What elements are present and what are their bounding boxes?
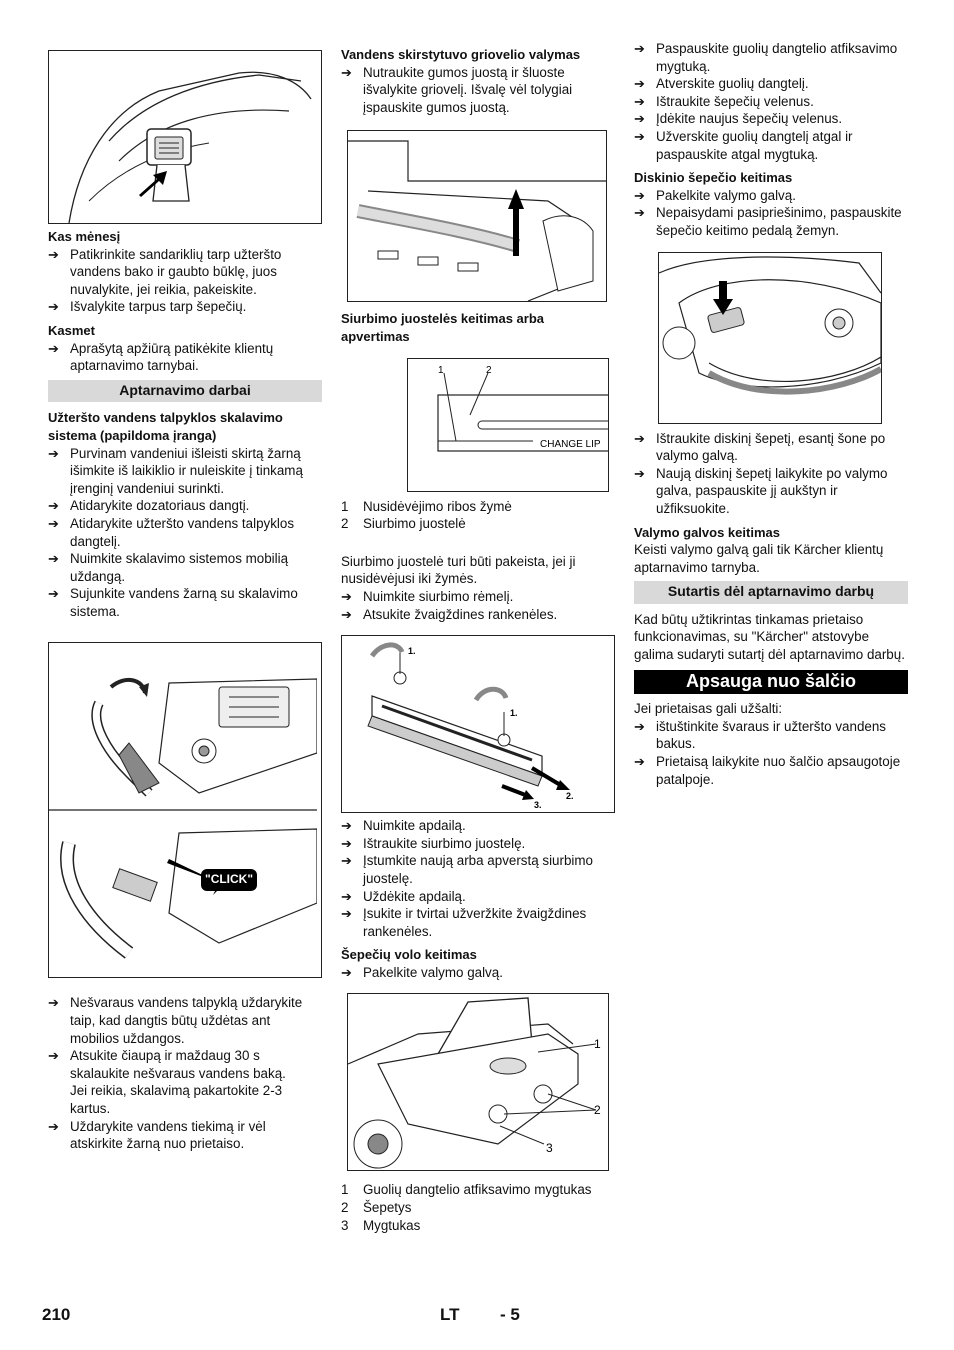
list-item: Nutraukite gumos juostą ir šluoste išval… xyxy=(341,64,615,117)
disc-heading: Diskinio šepečio keitimas xyxy=(634,170,793,186)
section-bar-frost: Apsauga nuo šalčio xyxy=(634,669,908,695)
list-item: ištuštinkite švaraus ir užteršto vandens… xyxy=(634,718,908,753)
roller-illustration: 1 2 3 xyxy=(347,993,609,1172)
list-item: Naują diskinį šepetį laikykite po valymo… xyxy=(634,465,908,518)
list-item: Išvalykite tarpus tarp šepečių. xyxy=(48,298,322,316)
groove-steps: Nutraukite gumos juostą ir šluoste išval… xyxy=(341,64,615,117)
hose-connection-illustration: x "CLICK" xyxy=(48,642,322,979)
list-item: Įdėkite naujus šepečių velenus. xyxy=(634,110,908,128)
frost-paragraph: Jei prietaisas gali užšalti: xyxy=(634,701,783,717)
column-3: Paspauskite guolių dangtelio atfiksavimo… xyxy=(634,40,908,788)
lip-fig-label-1: 1 xyxy=(438,365,444,376)
roller-heading: Šepečių volo keitimas xyxy=(341,947,477,963)
list-item: Paspauskite guolių dangtelio atfiksavimo… xyxy=(634,40,908,75)
lip-heading: Siurbimo juostelės keitimas arba apverti… xyxy=(341,311,545,344)
click-label: "CLICK" xyxy=(201,869,258,892)
frame-illustration: 1. 1. 2. 3. xyxy=(341,635,615,814)
disc-steps: Pakelkite valymo galvą. Nepaisydami pasi… xyxy=(634,187,908,240)
roller-fig-label-2: 2 xyxy=(594,1103,601,1117)
rinse-steps: Purvinam vandeniui išleisti skirtą žarną… xyxy=(48,445,322,621)
column-2: Vandens skirstytuvo griovelio valymas Nu… xyxy=(341,40,615,1234)
after-note: Jei reikia, skalavimą pakartokite 2-3 ka… xyxy=(70,1083,283,1117)
disc-steps-2: Ištraukite diskinį šepetį, esantį šone p… xyxy=(634,430,908,518)
list-item: Nuimkite apdailą. xyxy=(341,817,615,835)
list-item: Patikrinkite sandariklių tarp užteršto v… xyxy=(48,246,322,299)
frost-steps: ištuštinkite švaraus ir užteršto vandens… xyxy=(634,718,908,788)
list-item: Atverskite guolių dangtelį. xyxy=(634,75,908,93)
rinse-heading: Užteršto vandens talpyklos skalavimo sis… xyxy=(48,410,283,443)
list-item: Pakelkite valymo galvą. xyxy=(634,187,908,205)
list-item: Ištraukite šepečių velenus. xyxy=(634,93,908,111)
list-item: Pakelkite valymo galvą. xyxy=(341,964,615,982)
frame-fig-label-2: 1. xyxy=(510,708,518,718)
frame-fig-label-3: 2. xyxy=(566,791,574,801)
yearly-steps: Aprašytą apžiūrą patikėkite klientų apta… xyxy=(48,340,322,375)
frame-fig-label-4: 3. xyxy=(534,800,542,810)
list-item: Nuimkite skalavimo sistemos mobilią užda… xyxy=(48,550,322,585)
contract-paragraph: Kad būtų užtikrintas tinkamas prietaiso … xyxy=(634,611,905,663)
list-item: Atsukite čiaupą ir maždaug 30 s skalauki… xyxy=(48,1047,322,1082)
list-item: Uždarykite vandens tiekimą ir vėl atskir… xyxy=(48,1118,322,1153)
roller-fig-label-1: 1 xyxy=(594,1037,601,1051)
roller-steps-continued: Paspauskite guolių dangtelio atfiksavimo… xyxy=(634,40,908,163)
list-item: Įsukite ir tvirtai užveržkite žvaigždine… xyxy=(341,905,615,940)
head-heading: Valymo galvos keitimas xyxy=(634,524,780,540)
list-item: Purvinam vandeniui išleisti skirtą žarną… xyxy=(48,445,322,498)
list-item: Atsukite žvaigždines rankenėles. xyxy=(341,606,615,624)
roller-fig-label-3: 3 xyxy=(546,1141,553,1155)
head-paragraph: Keisti valymo galvą gali tik Kärcher kli… xyxy=(634,542,884,575)
list-item: Sujunkite vandens žarną su skalavimo sis… xyxy=(48,585,322,620)
lip-illustration: 1 2 CHANGE LIP xyxy=(407,357,609,492)
column-1: Kas mėnesį Patikrinkite sandariklių tarp… xyxy=(48,40,322,1153)
list-item: Įstumkite naują arba apverstą siurbimo j… xyxy=(341,852,615,887)
after-steps: Nešvaraus vandens talpyklą uždarykite ta… xyxy=(48,994,322,1082)
tank-lid-illustration xyxy=(48,50,322,224)
list-item: Atidarykite užteršto vandens talpyklos d… xyxy=(48,515,322,550)
lip-steps-2: Nuimkite apdailą. Ištraukite siurbimo ju… xyxy=(341,817,615,940)
page-number: 210 xyxy=(42,1305,71,1324)
list-item: Atidarykite dozatoriaus dangtį. xyxy=(48,497,322,515)
section-bar-contract: Sutartis dėl aptarnavimo darbų xyxy=(634,581,908,604)
groove-heading: Vandens skirstytuvo griovelio valymas xyxy=(341,47,581,62)
list-item: Uždėkite apdailą. xyxy=(341,888,615,906)
list-item: Nepaisydami pasipriešinimo, paspauskite … xyxy=(634,204,908,239)
language-code: LT xyxy=(440,1305,460,1324)
monthly-steps: Patikrinkite sandariklių tarp užteršto v… xyxy=(48,246,322,316)
lip-steps: Nuimkite siurbimo rėmelį. Atsukite žvaig… xyxy=(341,588,615,623)
yearly-heading: Kasmet xyxy=(48,322,95,338)
roller-steps: Pakelkite valymo galvą. xyxy=(341,964,615,982)
list-item: Prietaisą laikykite nuo šalčio apsaugoto… xyxy=(634,753,908,788)
lip-fig-label-2: 2 xyxy=(486,365,492,376)
list-item: Nuimkite siurbimo rėmelį. xyxy=(341,588,615,606)
list-item: Ištraukite diskinį šepetį, esantį šone p… xyxy=(634,430,908,465)
disc-brush-illustration xyxy=(658,251,882,424)
lip-paragraph: Siurbimo juostelė turi būti pakeista, je… xyxy=(341,553,576,587)
groove-illustration xyxy=(347,130,607,303)
list-item: Aprašytą apžiūrą patikėkite klientų apta… xyxy=(48,340,322,375)
final-steps: Uždarykite vandens tiekimą ir vėl atskir… xyxy=(48,1118,322,1153)
list-item: Užverskite guolių dangtelį atgal ir pasp… xyxy=(634,128,908,163)
section-bar-service: Aptarnavimo darbai xyxy=(48,379,322,403)
change-lip-label: CHANGE LIP xyxy=(540,439,601,450)
list-item: Nešvaraus vandens talpyklą uždarykite ta… xyxy=(48,994,322,1047)
list-item: Ištraukite siurbimo juostelę. xyxy=(341,835,615,853)
monthly-heading: Kas mėnesį xyxy=(48,229,121,244)
section-number: - 5 xyxy=(500,1305,520,1324)
frame-fig-label-1: 1. xyxy=(408,646,416,656)
